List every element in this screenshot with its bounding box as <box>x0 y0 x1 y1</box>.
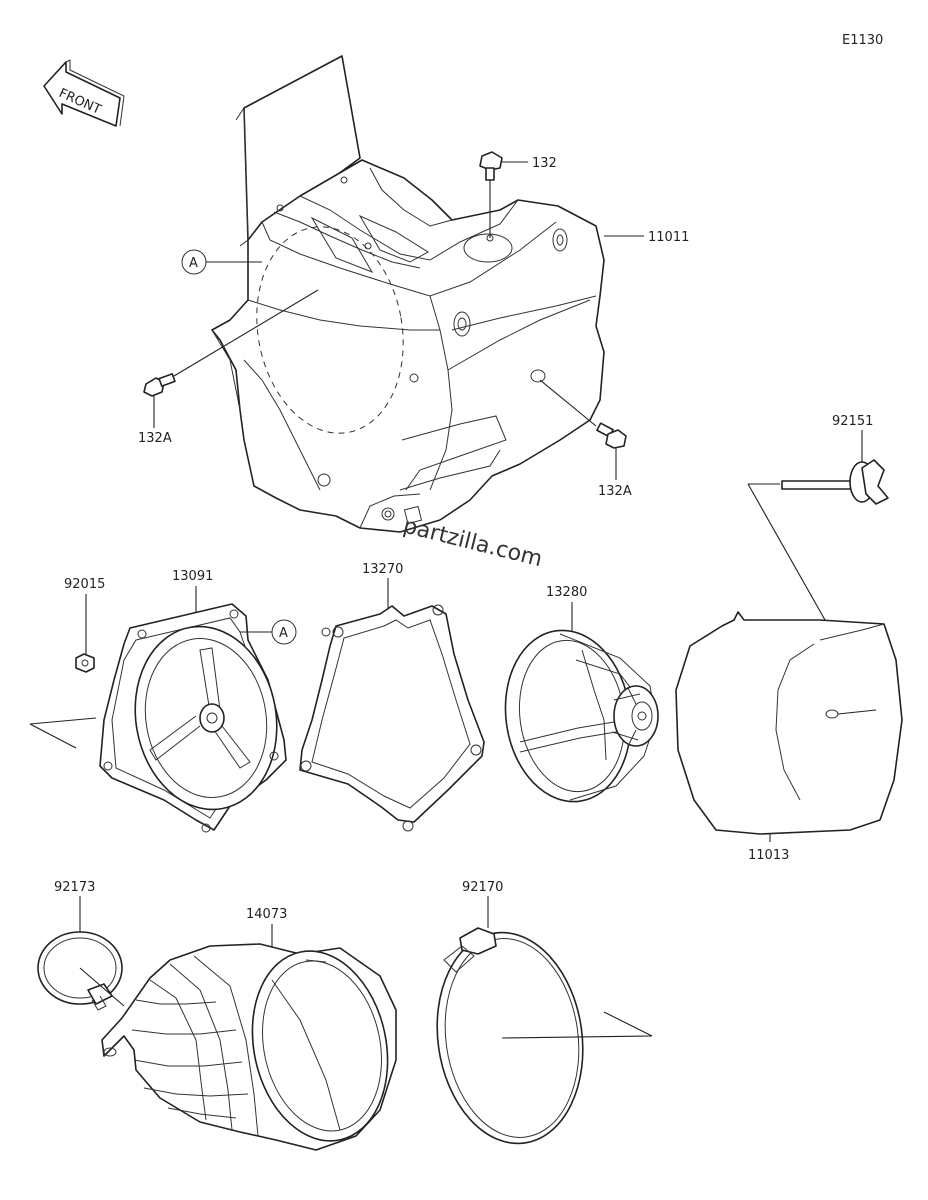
diagram-code: E1130 <box>842 33 883 48</box>
svg-text:14073: 14073 <box>246 907 287 922</box>
air-box-housing <box>211 55 605 533</box>
front-arrow-icon: FRONT <box>43 59 125 127</box>
svg-text:13270: 13270 <box>362 562 403 577</box>
nut-92015: 92015 <box>64 577 105 673</box>
air-filter-11013: 11013 <box>675 611 903 863</box>
clamp-92170: 92170 <box>436 880 653 1145</box>
wing-bolt-92151: 92151 <box>747 414 889 711</box>
svg-text:92015: 92015 <box>64 577 105 592</box>
air-duct-14073: 14073 <box>101 907 397 1151</box>
svg-text:132: 132 <box>532 156 557 171</box>
svg-text:A: A <box>189 256 198 271</box>
svg-text:13280: 13280 <box>546 585 587 600</box>
svg-text:92170: 92170 <box>462 880 503 895</box>
svg-text:132A: 132A <box>138 431 172 446</box>
svg-text:132A: 132A <box>598 484 632 499</box>
ref-marker-a-holder: A <box>240 619 297 645</box>
bolt-132a-left: 132A <box>138 289 319 446</box>
ref-marker-a-top: A <box>181 249 262 275</box>
label-11011: 11011 <box>648 230 689 245</box>
gasket-13270: 13270 <box>299 562 485 832</box>
bolt-132: 132 <box>479 151 557 238</box>
svg-text:92151: 92151 <box>832 414 873 429</box>
filter-holder-13091: 13091 <box>29 569 287 833</box>
svg-text:11013: 11013 <box>748 848 789 863</box>
svg-text:A: A <box>279 626 288 641</box>
watermark: partzilla.com <box>401 514 545 573</box>
filter-cage-13280: 13280 <box>504 585 659 803</box>
clamp-92173: 92173 <box>37 880 125 1011</box>
svg-text:92173: 92173 <box>54 880 95 895</box>
svg-text:13091: 13091 <box>172 569 213 584</box>
bolt-132a-right: 132A <box>539 379 632 499</box>
